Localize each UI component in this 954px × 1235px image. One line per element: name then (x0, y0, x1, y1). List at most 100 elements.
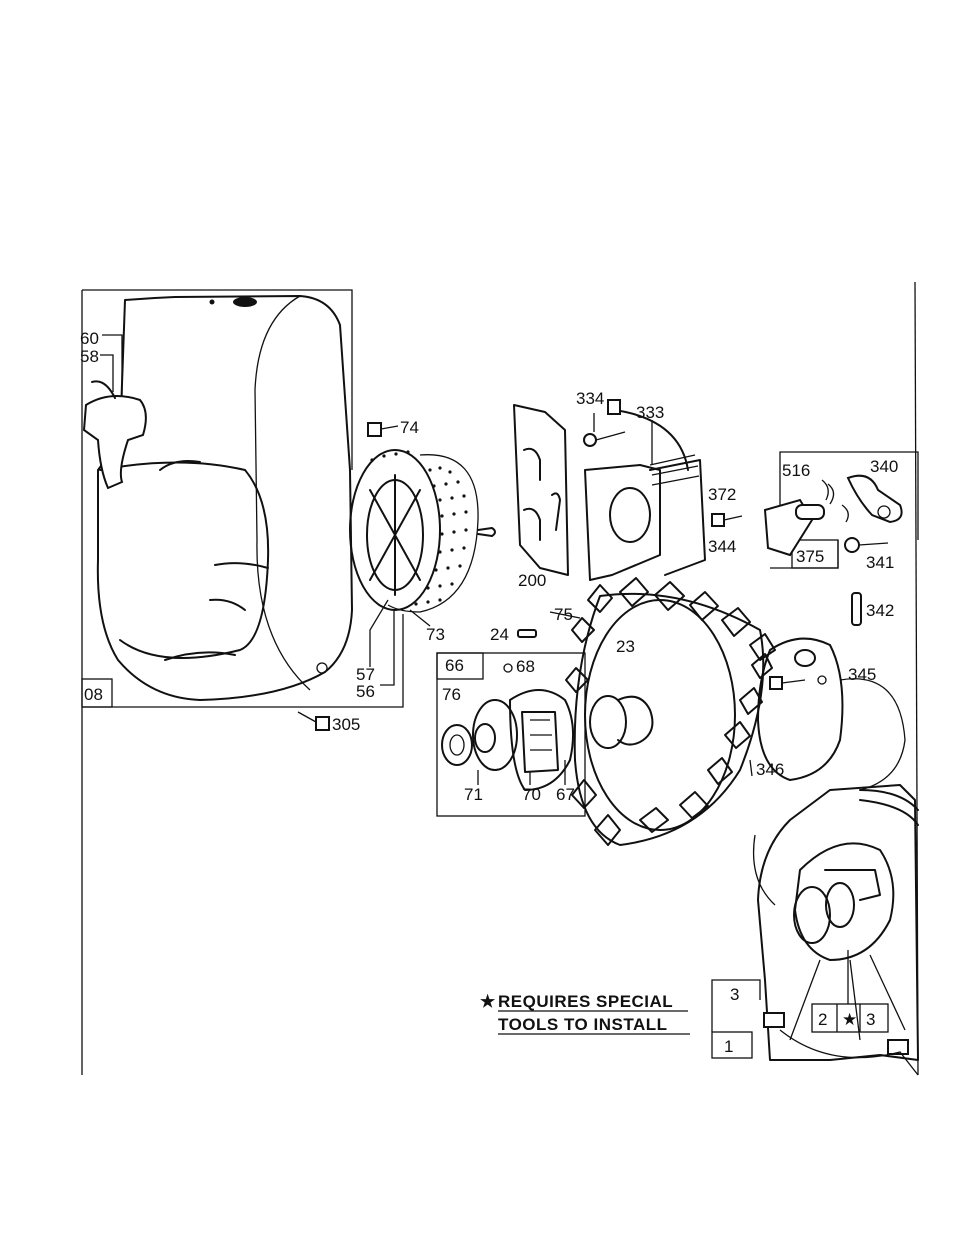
label-333: 333 (636, 403, 664, 422)
leader-57 (370, 600, 388, 667)
housing-hole (210, 300, 215, 305)
label-341: 341 (866, 553, 894, 572)
label-08: 08 (84, 685, 103, 704)
blower-housing (98, 296, 352, 700)
clutch-housing-70 (510, 690, 573, 790)
lever-340 (848, 476, 902, 522)
shield-slots (524, 449, 540, 540)
screw-305-thread (298, 712, 316, 722)
wire-terminal (608, 400, 620, 414)
cylinder-fins (860, 800, 918, 825)
label-3b: 3 (866, 1010, 875, 1029)
label-344: 344 (708, 537, 736, 556)
label-56: 56 (356, 682, 375, 701)
flywheel-cover (758, 639, 842, 780)
housing-bump (233, 297, 257, 307)
flywheel-fins (566, 578, 775, 845)
pin-342 (852, 593, 861, 625)
starter-clutch-group: 66 68 76 71 70 67 (437, 653, 585, 816)
mount-hole (317, 663, 327, 673)
label-24: 24 (490, 625, 509, 644)
crankshaft-end (826, 883, 854, 927)
blower-housing-group: 60 58 74 73 57 56 08 305 (80, 290, 495, 734)
cover-hole (795, 650, 815, 666)
label-67: 67 (556, 785, 575, 804)
screw-305 (316, 717, 329, 730)
pulley-71-hub (475, 724, 495, 752)
screen-perforations (370, 450, 467, 605)
label-68: 68 (516, 657, 535, 676)
ratchet-teeth (530, 720, 552, 750)
label-375: 375 (796, 547, 824, 566)
armature-group: 334 333 372 344 200 (514, 389, 742, 590)
label-75: 75 (554, 605, 573, 624)
star-icon: ★ (480, 992, 496, 1011)
screw-341-thread (859, 543, 888, 545)
flywheel-bore (590, 696, 626, 748)
label-73: 73 (426, 625, 445, 644)
label-372: 372 (708, 485, 736, 504)
screw-74 (368, 423, 381, 436)
label-58: 58 (80, 347, 99, 366)
leader-60 (102, 335, 122, 395)
cylinder-group: 3 1 2 ★ 3 (712, 785, 918, 1075)
label-71: 71 (464, 785, 483, 804)
star-icon: ★ (842, 1010, 857, 1029)
label-334: 334 (576, 389, 604, 408)
label-305: 305 (332, 715, 360, 734)
ignition-shield-200 (514, 405, 568, 575)
label-516: 516 (782, 461, 810, 480)
label-342: 342 (866, 601, 894, 620)
starter-handle (84, 396, 146, 488)
cover-small-hole (818, 676, 826, 684)
screw-341 (845, 538, 859, 552)
special-tools-note: ★ REQUIRES SPECIAL TOOLS TO INSTALL (480, 992, 690, 1034)
label-3a: 3 (730, 985, 739, 1004)
armature-laminations (650, 460, 705, 575)
flywheel-face (585, 600, 735, 830)
blower-group-frame-bottom (82, 614, 403, 707)
screen-tab (478, 528, 495, 536)
screw-334 (584, 434, 596, 446)
washer-76 (442, 725, 472, 765)
ratchet-67 (522, 712, 558, 772)
label-70: 70 (522, 785, 541, 804)
main-bearing-seal (794, 887, 830, 943)
label-1: 1 (724, 1037, 733, 1056)
armature-core (610, 488, 650, 542)
label-60: 60 (80, 329, 99, 348)
label-345: 345 (848, 665, 876, 684)
lever-spring (842, 505, 848, 522)
label-74: 74 (400, 418, 419, 437)
leader-346 (750, 760, 752, 776)
vent-slot (210, 600, 245, 610)
label-76: 76 (442, 685, 461, 704)
screw-345 (770, 677, 782, 689)
vent-slot (215, 563, 268, 568)
ball-68 (504, 664, 512, 672)
lug-1 (764, 1013, 784, 1027)
label-66: 66 (445, 656, 464, 675)
spring-516 (822, 480, 834, 504)
cover-outline-arc (840, 679, 905, 790)
flywheel-key-24 (518, 630, 536, 637)
label-2: 2 (818, 1010, 827, 1029)
screw-334-thread (596, 432, 625, 440)
housing-edge (255, 296, 310, 690)
screw-344 (712, 514, 724, 526)
plunger-516 (796, 505, 824, 519)
leader-56 (380, 610, 394, 685)
note-line-2: TOOLS TO INSTALL (498, 1015, 668, 1034)
flywheel-cover-group: 345 346 (756, 639, 905, 790)
label-346: 346 (756, 760, 784, 779)
wire-lead (780, 1030, 918, 1075)
stop-switch-group: 516 340 375 341 342 (765, 452, 918, 625)
label-340: 340 (870, 457, 898, 476)
screw-74-thread (381, 426, 398, 429)
note-line-1: REQUIRES SPECIAL (498, 992, 673, 1011)
housing-inner-panel (100, 463, 268, 659)
label-200: 200 (518, 571, 546, 590)
screw-345-thread (782, 680, 805, 683)
shield-keyhole (552, 493, 560, 530)
